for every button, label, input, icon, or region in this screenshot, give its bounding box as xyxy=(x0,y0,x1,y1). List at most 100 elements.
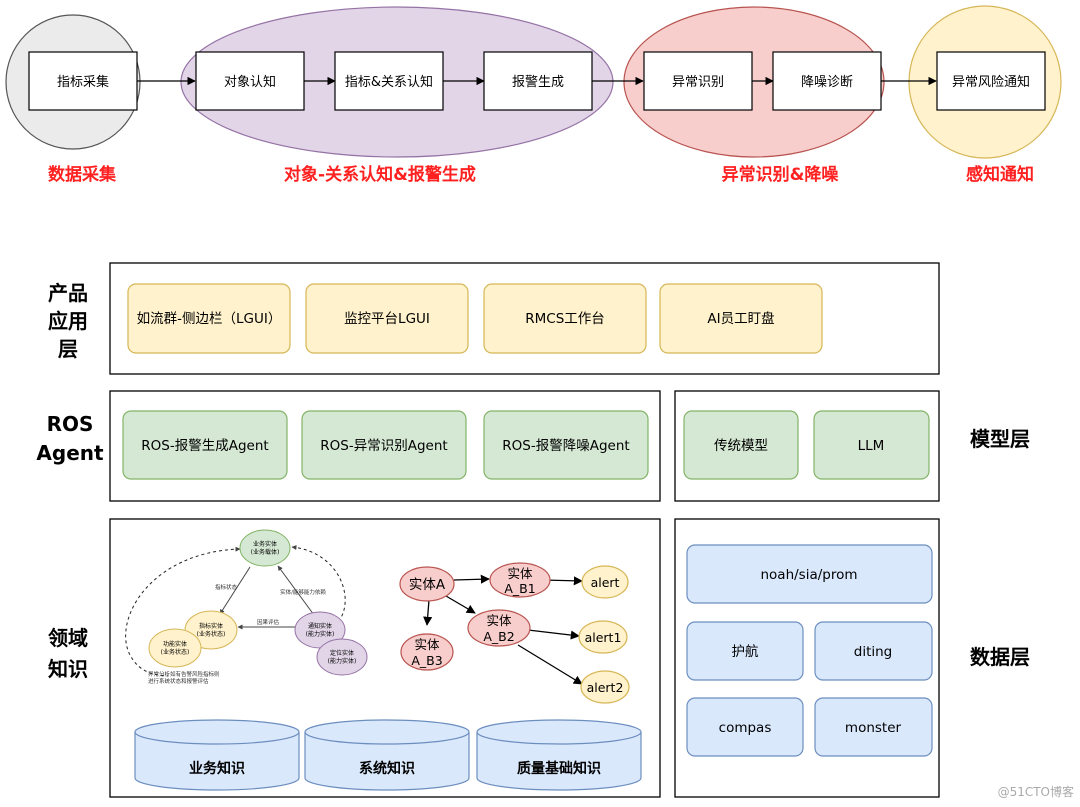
agent-item-2-box xyxy=(301,410,467,480)
step-collect-label: 指标采集 xyxy=(57,74,109,90)
model-item-1-box xyxy=(683,410,799,480)
sg-node-notify-l2: (能力实体) xyxy=(306,630,335,638)
sg-edge-label-1: 指标状态 xyxy=(215,583,238,591)
data-item-4: compas xyxy=(719,720,772,736)
entity-node-ab2 xyxy=(467,609,531,647)
product-item-1-box xyxy=(127,283,291,354)
sg-node-business-l1: 业务实体 xyxy=(253,540,277,548)
stage-cognition-label: 对象-关系认知&报警生成 xyxy=(284,164,476,185)
entity-node-ab1 xyxy=(489,562,551,598)
layer-product-label-2: 应用 xyxy=(48,309,88,333)
product-item-1: 如流群-侧边栏（LGUI） xyxy=(137,311,282,327)
step-denoise-box xyxy=(772,51,882,111)
sg-node-function-l2: (业务状态) xyxy=(161,648,190,656)
product-item-4: AI员工盯盘 xyxy=(707,310,774,327)
agent-item-1: ROS-报警生成Agent xyxy=(141,438,268,454)
sg-edge-label-3: 因果评估 xyxy=(257,618,280,626)
entity-node-alert2 xyxy=(580,670,630,704)
agent-item-3: ROS-报警降噪Agent xyxy=(502,438,629,454)
step-alarm-box xyxy=(483,51,593,111)
product-item-4-box xyxy=(659,283,823,354)
entity-node-ab3-l1: 实体 xyxy=(414,637,440,652)
entity-node-alert1-label: alert1 xyxy=(585,630,622,645)
sg-node-function-l1: 功能实体 xyxy=(163,640,187,648)
entity-node-a xyxy=(399,566,455,602)
stage-anomaly-label: 异常识别&降噪 xyxy=(722,164,840,185)
layer-data-label: 数据层 xyxy=(970,645,1030,669)
model-item-2: LLM xyxy=(858,438,885,454)
sg-node-locate xyxy=(316,638,368,676)
entity-node-ab1-l2: A_B1 xyxy=(504,581,535,596)
layer-product-label-3: 层 xyxy=(58,337,78,361)
sg-node-locate-l2: (能力实体) xyxy=(328,657,357,665)
data-item-3-box xyxy=(814,621,933,681)
watermark: @51CTO博客 xyxy=(998,784,1074,799)
step-anomaly-box xyxy=(643,51,753,111)
stage-data-label: 数据采集 xyxy=(48,164,117,185)
data-item-5: monster xyxy=(845,720,902,736)
data-item-2: 护航 xyxy=(732,644,760,660)
sg-footnote-1: 异常分析如有告警风险指标则 xyxy=(148,670,220,678)
sg-node-notify-l1: 通知实体 xyxy=(308,622,332,630)
entity-node-ab2-l1: 实体 xyxy=(486,613,512,628)
layer-agent-label-2: Agent xyxy=(36,441,104,465)
data-item-1-box xyxy=(686,544,933,604)
sg-node-metric-l2: (业务状态) xyxy=(197,630,226,638)
step-anomaly-label: 异常识别 xyxy=(672,75,724,90)
data-item-1: noah/sia/prom xyxy=(760,567,857,583)
product-item-3-box xyxy=(483,283,647,354)
sg-node-metric-l1: 指标实体 xyxy=(199,622,223,630)
product-item-3: RMCS工作台 xyxy=(525,311,605,327)
entity-node-ab2-l2: A_B2 xyxy=(483,629,514,644)
entity-node-ab1-l1: 实体 xyxy=(507,566,533,581)
kb-cylinder-business: 业务知识 xyxy=(134,719,300,791)
small-knowledge-graph: 业务实体 (业务载体) 指标实体 (业务状态) 功能实体 (业务状态) 通知实体… xyxy=(125,529,368,685)
step-denoise-label: 降噪诊断 xyxy=(801,75,853,90)
model-item-2-box xyxy=(813,410,930,480)
step-notify-box xyxy=(936,51,1046,111)
model-item-1: 传统模型 xyxy=(714,438,768,454)
kb-quality-label: 质量基础知识 xyxy=(517,760,601,777)
kb-business-label: 业务知识 xyxy=(189,760,245,777)
layer-product-label-1: 产品 xyxy=(48,281,88,305)
kb-cylinder-quality: 质量基础知识 xyxy=(476,719,642,791)
entity-graph: 实体A 实体 A_B1 实体 A_B2 实体 A_B3 alert alert1… xyxy=(399,562,630,704)
product-item-2-box xyxy=(305,283,469,354)
data-item-2-box xyxy=(686,621,804,681)
data-item-3: diting xyxy=(854,644,893,660)
layer-agent-label-1: ROS xyxy=(47,412,94,436)
layer-domain-label-2: 知识 xyxy=(48,657,88,681)
stage-anomaly-ellipse xyxy=(623,6,885,158)
agent-item-3-box xyxy=(483,410,649,480)
step-object-box xyxy=(195,51,305,111)
sg-node-business-l2: (业务载体) xyxy=(251,548,280,556)
step-relation-label: 指标&关系认知 xyxy=(345,74,433,90)
entity-node-ab3 xyxy=(400,633,454,671)
layer-model-label: 模型层 xyxy=(970,427,1030,451)
step-notify-label: 异常风险通知 xyxy=(952,74,1030,90)
sg-footnote-2: 进行系统状态和报警评估 xyxy=(148,677,209,685)
sg-node-function xyxy=(148,628,202,668)
data-item-5-box xyxy=(814,697,933,757)
product-item-2: 监控平台LGUI xyxy=(344,311,430,327)
sg-node-locate-l1: 定位实体 xyxy=(330,649,354,657)
kb-system-label: 系统知识 xyxy=(359,760,415,777)
kb-cylinder-system: 系统知识 xyxy=(304,719,470,791)
entity-node-alert1 xyxy=(578,620,628,654)
entity-node-alert xyxy=(581,565,629,599)
sg-edge-label-2: 实体/能够能力依赖 xyxy=(280,588,326,596)
agent-item-1-box xyxy=(122,410,288,480)
entity-node-a-label: 实体A xyxy=(409,577,446,593)
agent-item-2: ROS-异常识别Agent xyxy=(320,438,447,454)
entity-node-ab3-l2: A_B3 xyxy=(411,653,442,668)
step-object-label: 对象认知 xyxy=(224,74,276,90)
entity-node-alert-label: alert xyxy=(591,575,620,590)
step-collect-box xyxy=(28,51,138,111)
step-alarm-label: 报警生成 xyxy=(512,74,564,90)
layer-domain-label-1: 领域 xyxy=(48,626,88,650)
data-item-4-box xyxy=(686,697,804,757)
entity-node-alert2-label: alert2 xyxy=(587,680,624,695)
step-relation-box xyxy=(334,51,444,111)
